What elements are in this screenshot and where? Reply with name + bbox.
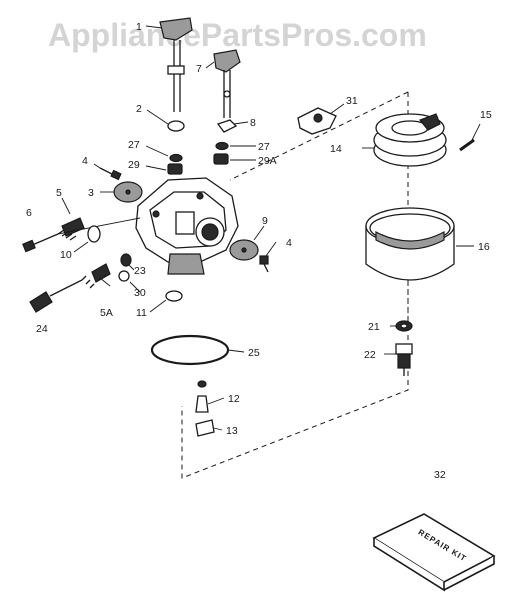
part-12-inlet-needle bbox=[195, 380, 209, 413]
callout-labels: 1 2 27 29 4 3 5 6 10 23 30 5A 11 24 7 8 … bbox=[26, 21, 492, 481]
part-5-spring bbox=[61, 217, 85, 237]
callout-2: 2 bbox=[136, 103, 142, 115]
part-4-screw-left bbox=[99, 167, 122, 181]
callout-29: 29 bbox=[128, 159, 140, 171]
callout-3: 3 bbox=[88, 187, 94, 199]
callout-16: 16 bbox=[478, 241, 490, 253]
callout-21: 21 bbox=[368, 321, 380, 333]
part-1-throttle-lever bbox=[159, 17, 193, 112]
part-27-washer-right bbox=[215, 141, 229, 151]
callout-4-right: 4 bbox=[286, 237, 292, 249]
leader-6 bbox=[57, 217, 141, 235]
part-10-o-ring bbox=[87, 225, 101, 243]
callout-24: 24 bbox=[36, 323, 48, 335]
part-23-washer bbox=[120, 253, 132, 267]
carburetor-body bbox=[135, 177, 239, 275]
part-4-screw-right bbox=[259, 255, 269, 273]
callout-10: 10 bbox=[60, 249, 72, 261]
callout-11: 11 bbox=[136, 307, 147, 319]
callout-12: 12 bbox=[228, 393, 240, 405]
callout-25: 25 bbox=[248, 347, 260, 359]
part-3-choke-plate bbox=[113, 181, 143, 203]
callout-9: 9 bbox=[262, 215, 268, 227]
part-27-washer-left bbox=[169, 153, 183, 163]
callout-30: 30 bbox=[134, 287, 146, 299]
part-7-choke-lever bbox=[213, 49, 241, 118]
callout-27-left: 27 bbox=[128, 139, 140, 151]
part-30-seal bbox=[118, 270, 130, 282]
callout-29a: 29A bbox=[258, 155, 277, 167]
part-16-float-bowl bbox=[365, 207, 455, 281]
callout-32: 32 bbox=[434, 469, 446, 481]
callout-27-right: 27 bbox=[258, 141, 270, 153]
callout-13: 13 bbox=[226, 425, 238, 437]
callout-7: 7 bbox=[196, 63, 202, 75]
leader-lines bbox=[61, 25, 481, 431]
watermark: AppliancePartsPros.com bbox=[48, 17, 427, 53]
callout-22: 22 bbox=[364, 349, 376, 361]
callout-14: 14 bbox=[330, 143, 342, 155]
callout-4-left: 4 bbox=[82, 155, 88, 167]
callout-6: 6 bbox=[26, 207, 32, 219]
part-2-seal bbox=[167, 120, 185, 132]
part-31-primer-fitting bbox=[297, 107, 337, 135]
part-21-washer-hole bbox=[400, 323, 408, 329]
part-14-float-diaphragm bbox=[373, 113, 447, 167]
part-25-gasket bbox=[150, 334, 230, 366]
callout-5: 5 bbox=[56, 187, 62, 199]
part-9-cover-plate bbox=[229, 239, 259, 261]
part-5a-spring bbox=[81, 263, 111, 289]
callout-1: 1 bbox=[136, 21, 142, 33]
part-29-screw bbox=[167, 163, 183, 175]
part-15-pin bbox=[459, 138, 475, 152]
part-29a-screw bbox=[213, 153, 229, 165]
part-24-main-needle bbox=[29, 279, 83, 313]
part-22-bowl-nut bbox=[395, 343, 413, 376]
callout-8: 8 bbox=[250, 117, 256, 129]
part-13-clip bbox=[195, 419, 215, 437]
callout-23: 23 bbox=[134, 265, 146, 277]
part-11-pin bbox=[165, 290, 183, 302]
callout-5a: 5A bbox=[100, 307, 113, 319]
part-8-seal bbox=[216, 119, 238, 133]
callout-31: 31 bbox=[346, 95, 358, 107]
part-32-repair-kit: REPAIR KIT bbox=[372, 513, 496, 592]
callout-15: 15 bbox=[480, 109, 492, 121]
